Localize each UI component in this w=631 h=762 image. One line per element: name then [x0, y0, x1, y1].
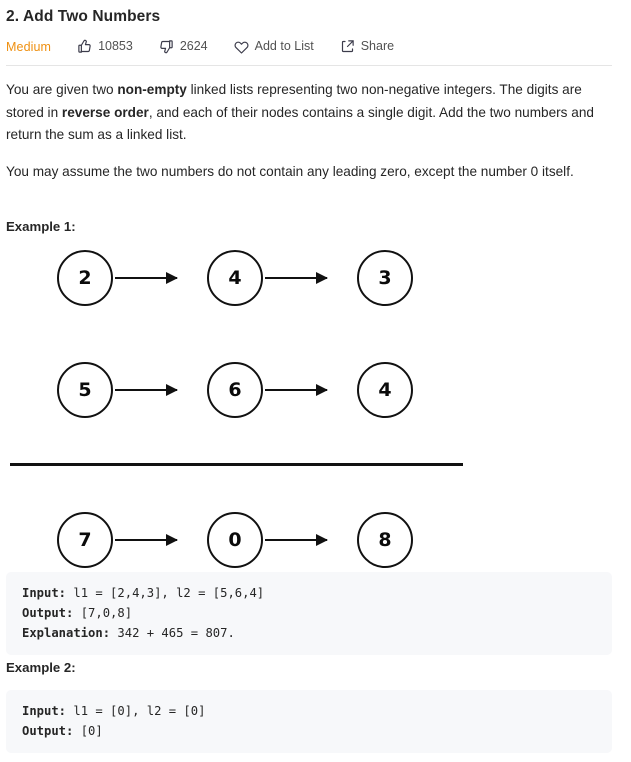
header-divider	[6, 65, 612, 66]
code-value: [7,0,8]	[73, 606, 133, 620]
dislike-count: 2624	[179, 39, 208, 53]
list-node: 6	[207, 362, 263, 418]
like-button[interactable]: 10853	[77, 39, 133, 54]
code-line: Explanation: 342 + 465 = 807.	[22, 623, 596, 643]
list-node: 3	[357, 250, 413, 306]
sum-divider-line	[10, 463, 463, 466]
description-paragraph-1: You are given two non-empty linked lists…	[6, 79, 610, 147]
linked-list-diagram: 2 4 3 5 6 4 7 0 8	[0, 243, 480, 573]
desc-p1-text-2: linked lists representing two non-negati…	[6, 82, 582, 120]
list-edge	[265, 539, 327, 542]
code-line: Input: l1 = [2,4,3], l2 = [5,6,4]	[22, 583, 596, 603]
example-1-heading: Example 1:	[6, 219, 76, 234]
list-node: 0	[207, 512, 263, 568]
code-key: Explanation:	[22, 626, 111, 640]
list-node: 4	[207, 250, 263, 306]
code-key: Input:	[22, 704, 67, 718]
list-edge	[115, 277, 177, 280]
code-line: Input: l1 = [0], l2 = [0]	[22, 701, 596, 721]
difficulty-badge: Medium	[6, 39, 52, 54]
code-key: Output:	[22, 606, 74, 620]
code-value: l1 = [0], l2 = [0]	[66, 704, 206, 718]
code-key: Input:	[22, 586, 67, 600]
example-2-code-block: Input: l1 = [0], l2 = [0] Output: [0]	[6, 690, 612, 753]
dislike-button[interactable]: 2624	[159, 39, 208, 54]
list-node: 2	[57, 250, 113, 306]
example-2-heading: Example 2:	[6, 660, 76, 675]
example-1-code-block: Input: l1 = [2,4,3], l2 = [5,6,4] Output…	[6, 572, 612, 655]
code-value: 342 + 465 = 807.	[110, 626, 235, 640]
add-to-list-button[interactable]: Add to List	[234, 39, 314, 54]
list-edge	[115, 539, 177, 542]
list-node: 4	[357, 362, 413, 418]
list-node: 7	[57, 512, 113, 568]
add-to-list-label: Add to List	[254, 39, 314, 53]
thumbs-up-icon	[77, 39, 92, 54]
description-paragraph-2: You may assume the two numbers do not co…	[6, 163, 574, 179]
thumbs-down-icon	[159, 39, 174, 54]
desc-p1-text-3: , and each of their nodes contains a sin…	[6, 104, 594, 143]
list-edge	[265, 389, 327, 392]
desc-p1-bold-non-empty: non-empty	[117, 82, 187, 97]
share-icon	[340, 39, 355, 54]
like-count: 10853	[98, 39, 133, 53]
list-edge	[265, 277, 327, 280]
share-label: Share	[360, 39, 395, 53]
problem-meta-row: Medium 10853 2624	[6, 37, 420, 56]
list-node: 5	[57, 362, 113, 418]
code-value: l1 = [2,4,3], l2 = [5,6,4]	[66, 586, 265, 600]
code-line: Output: [7,0,8]	[22, 603, 596, 623]
problem-description: You are given two non-empty linked lists…	[6, 79, 610, 197]
heart-icon	[234, 39, 249, 54]
code-line: Output: [0]	[22, 721, 596, 741]
list-edge	[115, 389, 177, 392]
code-key: Output:	[22, 724, 74, 738]
desc-p1-text-1: You are given two	[6, 82, 118, 97]
share-button[interactable]: Share	[340, 39, 394, 54]
desc-p1-bold-reverse-order: reverse order	[61, 104, 149, 120]
code-value: [0]	[73, 724, 103, 738]
list-node: 8	[357, 512, 413, 568]
page-title: 2. Add Two Numbers	[6, 8, 161, 25]
